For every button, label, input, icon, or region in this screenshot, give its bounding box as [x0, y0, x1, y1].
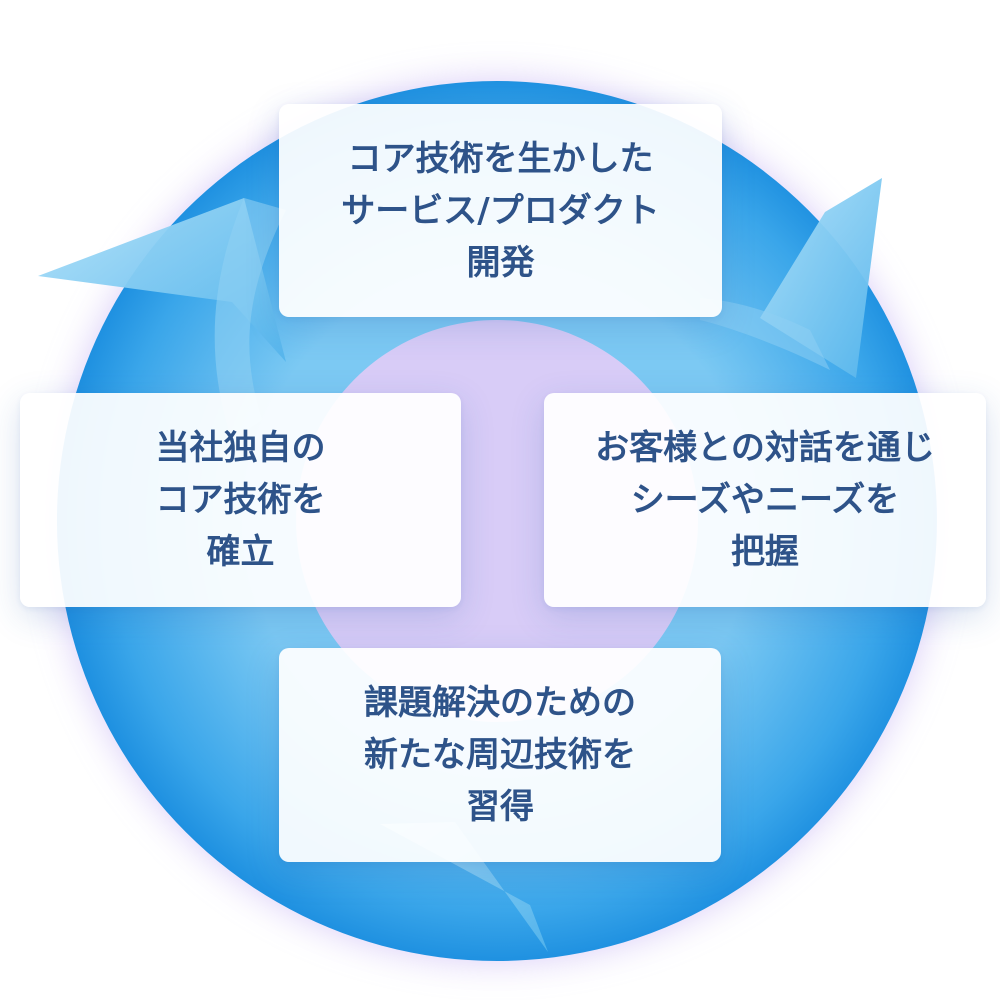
step-label: 課題解決のための 新たな周辺技術を 習得	[364, 683, 636, 827]
step-label: コア技術を生かした サービス/プロダクト 開発	[341, 138, 660, 283]
step-label: お客様との対話を通じ シーズやニーズを 把握	[595, 428, 935, 572]
step-card-new-technology: 課題解決のための 新たな周辺技術を 習得	[279, 648, 721, 862]
step-card-service-development: コア技術を生かした サービス/プロダクト 開発	[279, 104, 722, 317]
arrow-head-left	[38, 198, 286, 362]
step-label: 当社独自の コア技術を 確立	[155, 428, 326, 572]
arrow-shaft-right	[700, 298, 830, 370]
step-card-core-technology: 当社独自の コア技術を 確立	[20, 393, 461, 607]
arrow-shaft-left	[214, 198, 286, 440]
step-card-customer-dialogue: お客様との対話を通じ シーズやニーズを 把握	[544, 393, 986, 607]
